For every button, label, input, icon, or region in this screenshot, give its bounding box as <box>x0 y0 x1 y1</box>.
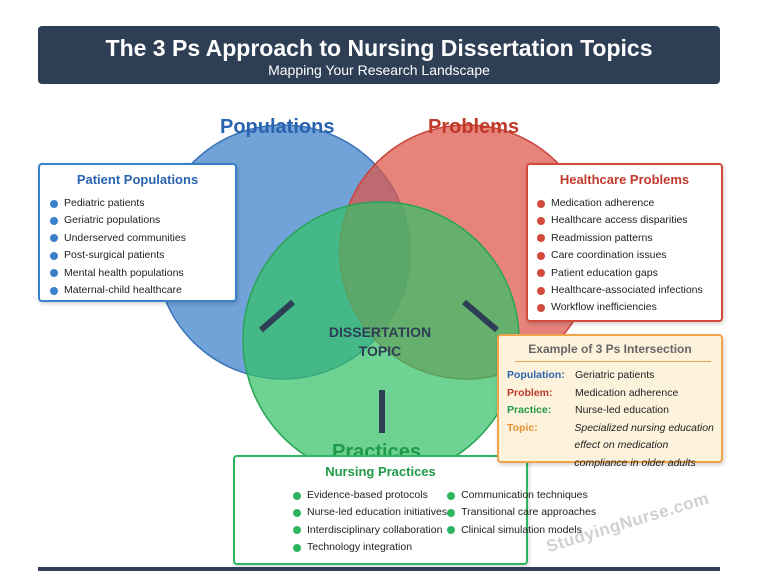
list-item: Mental health populations <box>50 265 235 282</box>
example-value: Specialized nursing education effect on … <box>574 421 714 469</box>
header-banner: The 3 Ps Approach to Nursing Dissertatio… <box>38 26 720 84</box>
list-item: Healthcare-associated infections <box>537 282 721 299</box>
page-title: The 3 Ps Approach to Nursing Dissertatio… <box>105 35 653 61</box>
nursing-practices-list-right: Communication techniques Transitional ca… <box>447 487 596 557</box>
list-item: Communication techniques <box>447 487 596 504</box>
patient-populations-list: Pediatric patients Geriatric populations… <box>50 195 235 299</box>
example-title: Example of 3 Ps Intersection <box>528 342 692 356</box>
example-row-population: Population: Geriatric patients <box>499 367 721 385</box>
center-line-2: TOPIC <box>358 343 402 359</box>
center-line-1: DISSERTATION <box>328 324 432 340</box>
bottom-divider <box>38 567 720 571</box>
list-item: Interdisciplinary collaboration <box>293 522 447 539</box>
pointer-line-right <box>462 299 499 333</box>
dissertation-topic-label: DISSERTATION TOPIC <box>290 323 470 361</box>
list-item: Patient education gaps <box>537 265 721 282</box>
list-item: Maternal-child healthcare <box>50 282 235 299</box>
list-item: Nurse-led education initiatives <box>293 504 447 521</box>
patient-populations-box: Patient Populations Pediatric patients G… <box>38 163 237 302</box>
healthcare-problems-list: Medication adherence Healthcare access d… <box>537 195 721 317</box>
list-item: Evidence-based protocols <box>293 487 447 504</box>
list-item: Underserved communities <box>50 230 235 247</box>
example-intersection-box: Example of 3 Ps Intersection Population:… <box>497 334 723 469</box>
list-item: Post-surgical patients <box>50 247 235 264</box>
pointer-line-left <box>259 299 295 333</box>
healthcare-problems-box: Healthcare Problems Medication adherence… <box>526 163 723 322</box>
list-item: Medication adherence <box>537 195 721 212</box>
example-key: Practice: <box>507 404 552 416</box>
list-item: Clinical simulation models <box>447 522 596 539</box>
example-value: Medication adherence <box>575 386 679 399</box>
list-item: Transitional care approaches <box>447 504 596 521</box>
list-item: Pediatric patients <box>50 195 235 212</box>
nursing-practices-title: Nursing Practices <box>325 464 436 479</box>
example-row-practice: Practice: Nurse-led education <box>499 402 721 420</box>
example-value: Nurse-led education <box>575 404 669 416</box>
example-row-topic: Topic: Specialized nursing education eff… <box>499 420 721 473</box>
example-value: Geriatric patients <box>575 369 655 381</box>
example-key: Population: <box>507 369 565 381</box>
healthcare-problems-title: Healthcare Problems <box>559 172 690 187</box>
list-item: Healthcare access disparities <box>537 212 721 229</box>
example-divider <box>515 361 711 362</box>
list-item: Geriatric populations <box>50 212 235 229</box>
list-item: Readmission patterns <box>537 230 721 247</box>
nursing-practices-list-left: Evidence-based protocols Nurse-led educa… <box>293 487 447 557</box>
problems-circle-label: Problems <box>428 116 520 138</box>
list-item: Technology integration <box>293 539 447 556</box>
page-subtitle: Mapping Your Research Landscape <box>268 62 490 78</box>
nursing-practices-box: Nursing Practices Evidence-based protoco… <box>233 455 596 565</box>
patient-populations-title: Patient Populations <box>76 172 199 187</box>
list-item: Workflow inefficiencies <box>537 299 721 316</box>
example-row-problem: Problem: Medication adherence <box>499 385 721 403</box>
example-key: Problem: <box>507 386 553 399</box>
nursing-practices-columns: Evidence-based protocols Nurse-led educa… <box>235 487 596 557</box>
example-key: Topic: <box>507 421 538 434</box>
populations-circle-label: Populations <box>220 116 335 138</box>
list-item: Care coordination issues <box>537 247 721 264</box>
